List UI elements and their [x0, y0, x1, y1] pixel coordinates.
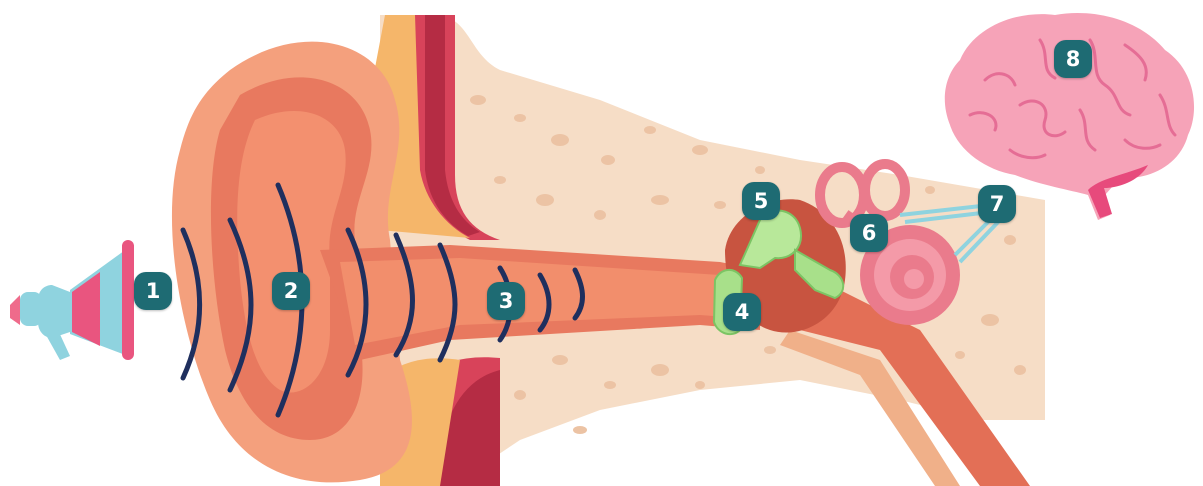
label-badge-6: 6 — [850, 214, 888, 252]
label-badge-4: 4 — [723, 293, 761, 331]
label-badge-5: 5 — [742, 182, 780, 220]
label-badge-8: 8 — [1054, 40, 1092, 78]
label-badge-3: 3 — [487, 282, 525, 320]
megaphone-icon — [10, 240, 134, 360]
label-badge-2: 2 — [272, 272, 310, 310]
label-badge-7: 7 — [978, 185, 1016, 223]
label-badge-1: 1 — [134, 272, 172, 310]
